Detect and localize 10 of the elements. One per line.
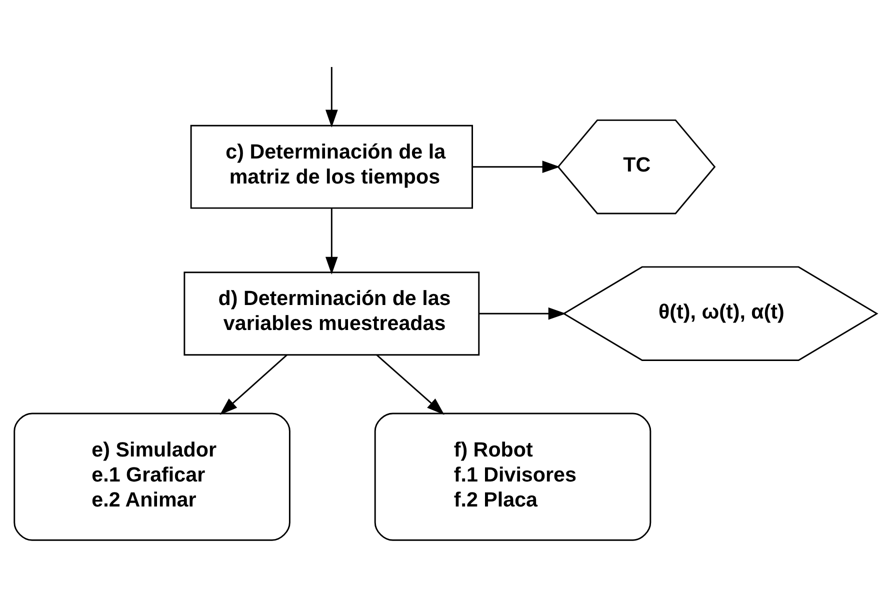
arrow — [472, 160, 560, 173]
arrow — [478, 306, 566, 320]
arrow — [220, 354, 288, 414]
node-box: c) Determinación de la matriz de los tiempos — [190, 124, 473, 208]
node-box: f) Robot f.1 Divisores f.2 Placa — [374, 412, 652, 540]
arrow — [325, 66, 338, 127]
node-box: e) Simulador e.1 Graficar e.2 Animar — [14, 412, 290, 540]
arrow — [325, 208, 338, 274]
arrow — [376, 354, 444, 414]
node-box: d) Determinación de las variables muestreadas — [184, 271, 480, 356]
